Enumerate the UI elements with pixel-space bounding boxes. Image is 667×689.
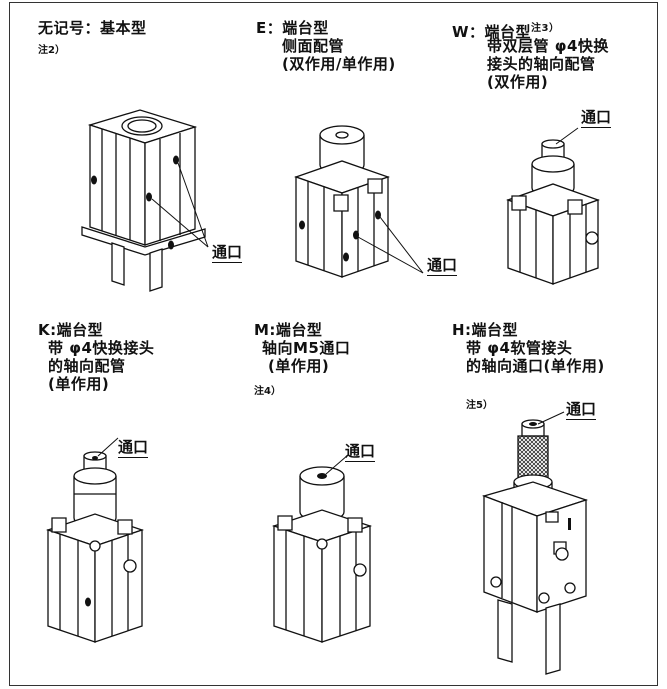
panel-K-port-label: 通口 <box>118 438 149 458</box>
panel-K-title-line-3: 的轴向配管 <box>48 357 126 375</box>
cylinder-basic-drawing <box>80 105 210 295</box>
panel-H-title-line-2: 带 φ4软管接头 <box>466 339 573 357</box>
panel-W-title-line-4: (双作用) <box>487 73 549 91</box>
panel-H-title-line-1: H:端台型 <box>452 321 519 339</box>
panel-W-port-label: 通口 <box>581 108 612 128</box>
panel-W-title-line-1: W：端台型注3） <box>452 20 560 41</box>
panel-K-title-line-1: K:端台型 <box>38 321 104 339</box>
panel-M-port-label: 通口 <box>345 442 376 462</box>
figure-frame <box>9 2 658 686</box>
panel-basic-port-label: 通口 <box>212 243 243 263</box>
cylinder-H-drawing <box>482 412 592 684</box>
panel-E-title-line-1: E：端台型 <box>256 19 329 37</box>
panel-E-title-line-2: 侧面配管 <box>282 37 345 55</box>
panel-H-port-label: 通口 <box>566 400 597 420</box>
cylinder-K-drawing <box>42 446 152 646</box>
panel-W-title-line-3: 接头的轴向配管 <box>487 55 596 73</box>
panel-M-note: 注4） <box>254 386 281 397</box>
panel-basic-note: 注2） <box>38 45 65 56</box>
panel-basic-title: 无记号：基本型 <box>38 19 147 37</box>
cylinder-E-drawing <box>288 125 398 285</box>
cylinder-W-drawing <box>498 138 608 288</box>
panel-H-title-line-3: 的轴向通口(单作用) <box>466 357 605 375</box>
panel-K-title-line-4: (单作用) <box>48 375 110 393</box>
panel-H-note: 注5） <box>466 400 493 411</box>
panel-W-title-line-2: 带双层管 φ4快换 <box>487 37 609 55</box>
panel-W-title-sup: 注3） <box>531 23 560 34</box>
cylinder-M-drawing <box>268 452 378 647</box>
panel-K-title-line-2: 带 φ4快换接头 <box>48 339 155 357</box>
panel-M-title-line-3: (单作用) <box>268 357 330 375</box>
panel-W-title-text: W：端台型 <box>452 23 532 41</box>
panel-E-port-label: 通口 <box>427 256 458 276</box>
panel-M-title-line-2: 轴向M5通口 <box>262 339 351 357</box>
panel-M-title-line-1: M:端台型 <box>254 321 323 339</box>
panel-E-title-line-3: (双作用/单作用) <box>282 55 396 73</box>
